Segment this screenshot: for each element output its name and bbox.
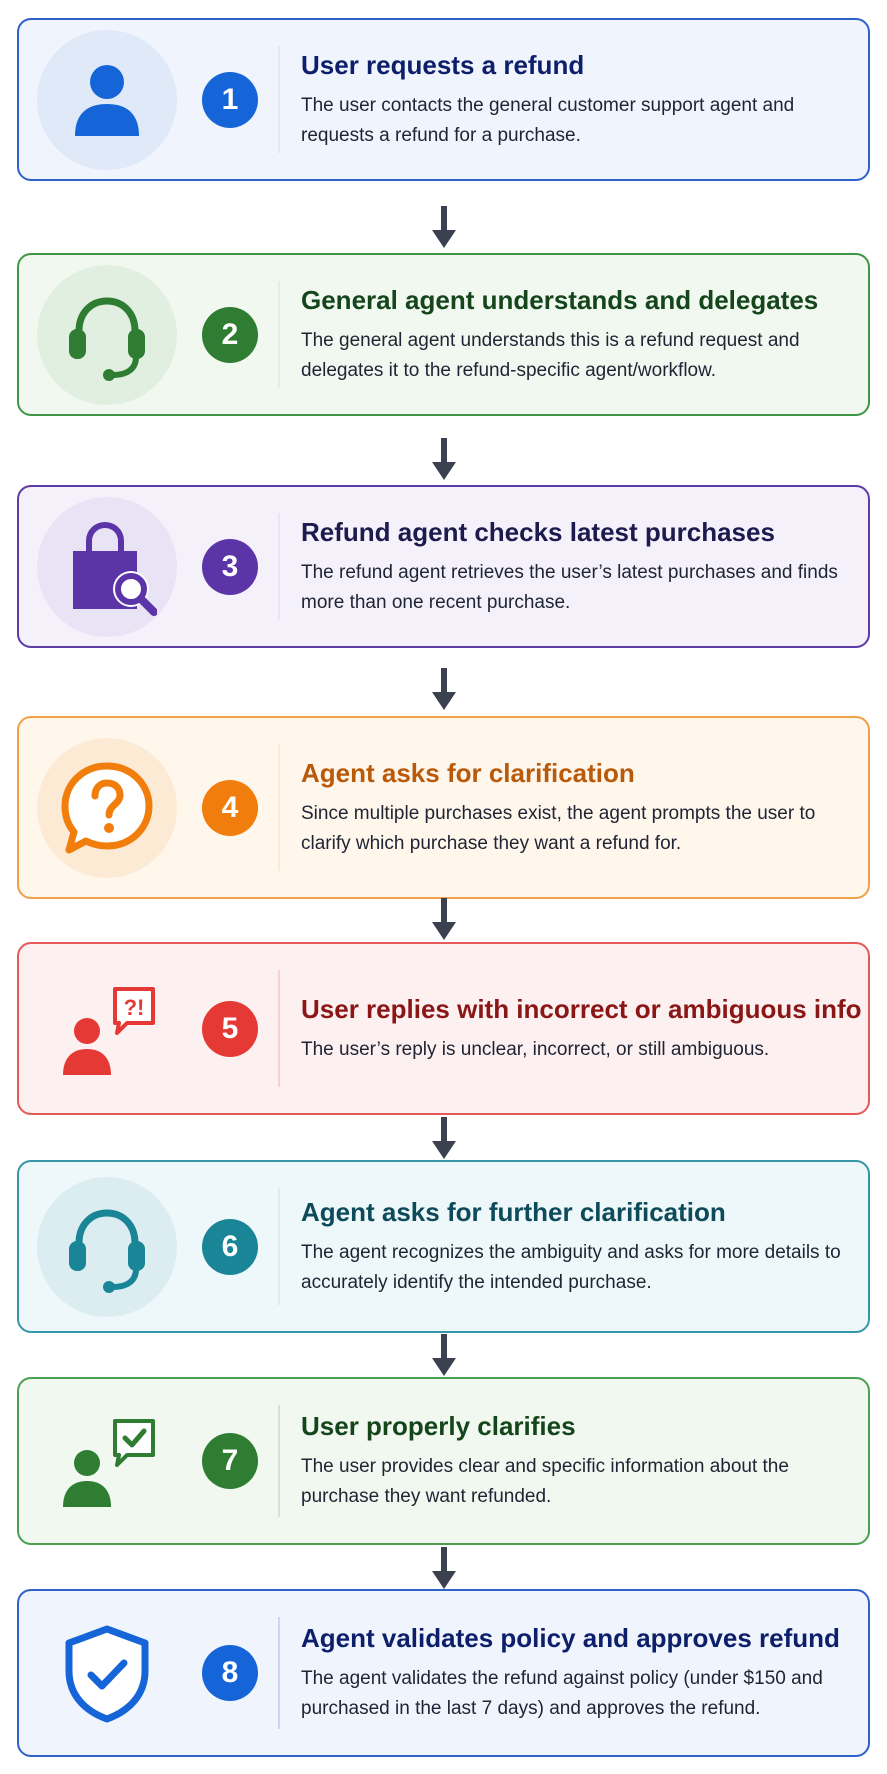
arrow-down-icon <box>432 1334 456 1376</box>
step-7-title: User properly clarifies <box>301 1411 576 1441</box>
step-3-badge: 3 <box>202 538 258 595</box>
step-1-title: User requests a refund <box>301 49 585 80</box>
arrow-down-icon <box>432 206 456 248</box>
step-8-divider <box>278 1617 280 1729</box>
step-6-divider <box>278 1188 280 1305</box>
arrow-down-icon <box>432 1117 456 1159</box>
step-8-icon-circle <box>37 1603 177 1743</box>
arrow-4-5 <box>431 898 457 942</box>
step-7-icon-circle <box>37 1391 177 1531</box>
step-4-divider <box>278 744 280 871</box>
step-1-description: The user contacts the general customer s… <box>301 94 795 146</box>
user-icon <box>75 64 139 136</box>
step-5-title: User replies with incorrect or ambiguous… <box>301 993 862 1024</box>
arrow-2-3 <box>431 438 457 482</box>
question-bubble-icon <box>61 762 153 853</box>
arrow-down-icon <box>432 668 456 710</box>
step-2-divider <box>278 281 280 388</box>
step-4-description: Since multiple purchases exist, the agen… <box>301 802 816 854</box>
arrow-down-icon <box>432 438 456 480</box>
step-6-description: The agent recognizes the ambiguity and a… <box>301 1241 841 1293</box>
step-5-divider <box>278 970 280 1087</box>
arrow-3-4 <box>431 668 457 712</box>
step-8-text: Agent validates policy and approves refu… <box>301 1622 852 1724</box>
step-6-icon-circle <box>37 1176 177 1317</box>
arrow-down-icon <box>432 1547 456 1589</box>
step-8-badge: 8 <box>202 1645 258 1701</box>
step-7-description: The user provides clear and specific inf… <box>301 1456 789 1507</box>
svg-text:?!: ?! <box>124 995 145 1020</box>
step-7-divider <box>278 1405 280 1517</box>
step-3-divider <box>278 513 280 620</box>
arrow-1-2 <box>431 206 457 250</box>
step-7-text: User properly clarifies The user provide… <box>301 1410 852 1512</box>
step-1-divider <box>278 46 280 153</box>
step-8-title: Agent validates policy and approves refu… <box>301 1623 840 1653</box>
step-3-description: The refund agent retrieves the user’s la… <box>301 561 838 613</box>
user-confused-icon: ?! <box>63 986 155 1075</box>
step-4-title: Agent asks for clarification <box>301 757 635 788</box>
step-5-text: User replies with incorrect or ambiguous… <box>301 993 862 1065</box>
arrow-5-6 <box>431 1117 457 1161</box>
step-5-description: The user’s reply is unclear, incorrect, … <box>301 1038 770 1060</box>
step-6-badge: 6 <box>202 1218 258 1275</box>
step-8-description: The agent validates the refund against p… <box>301 1668 823 1719</box>
step-1-icon-circle <box>37 29 177 170</box>
step-7-badge: 7 <box>202 1433 258 1489</box>
step-6-text: Agent asks for further clarification The… <box>301 1196 852 1298</box>
step-2-title: General agent understands and delegates <box>301 284 819 315</box>
step-1-badge: 1 <box>202 71 258 128</box>
arrow-6-7 <box>431 1334 457 1378</box>
step-2-icon-circle <box>37 264 177 405</box>
shield-check-icon <box>65 1625 149 1723</box>
step-4-card: 4 Agent asks for clarification Since mul… <box>17 716 870 899</box>
step-3-icon-circle <box>37 496 177 637</box>
shopping-bag-search-icon <box>73 521 157 616</box>
step-5-icon-circle: ?! <box>37 958 177 1099</box>
step-2-badge: 2 <box>202 306 258 363</box>
step-7-card: 7 User properly clarifies The user provi… <box>17 1377 870 1545</box>
step-2-description: The general agent understands this is a … <box>301 329 800 381</box>
step-3-text: Refund agent checks latest purchases The… <box>301 516 852 618</box>
step-8-card: 8 Agent validates policy and approves re… <box>17 1589 870 1757</box>
step-1-card: 1 User requests a refund The user contac… <box>17 18 870 181</box>
step-4-icon-circle <box>37 737 177 878</box>
step-6-card: 6 Agent asks for further clarification T… <box>17 1160 870 1333</box>
headset-icon <box>69 1208 145 1293</box>
step-2-text: General agent understands and delegates … <box>301 284 852 386</box>
user-check-bubble-icon <box>63 1419 155 1507</box>
step-1-text: User requests a refund The user contacts… <box>301 49 852 151</box>
arrow-down-icon <box>432 898 456 940</box>
step-3-card: 3 Refund agent checks latest purchases T… <box>17 485 870 648</box>
step-5-badge: 5 <box>202 1000 258 1057</box>
arrow-7-8 <box>431 1547 457 1591</box>
step-4-text: Agent asks for clarification Since multi… <box>301 757 852 859</box>
headset-icon <box>69 296 145 381</box>
step-6-title: Agent asks for further clarification <box>301 1196 726 1227</box>
step-4-badge: 4 <box>202 779 258 836</box>
step-3-title: Refund agent checks latest purchases <box>301 516 775 547</box>
step-5-card: ?! 5 User replies with incorrect or ambi… <box>17 942 870 1115</box>
step-2-card: 2 General agent understands and delegate… <box>17 253 870 416</box>
